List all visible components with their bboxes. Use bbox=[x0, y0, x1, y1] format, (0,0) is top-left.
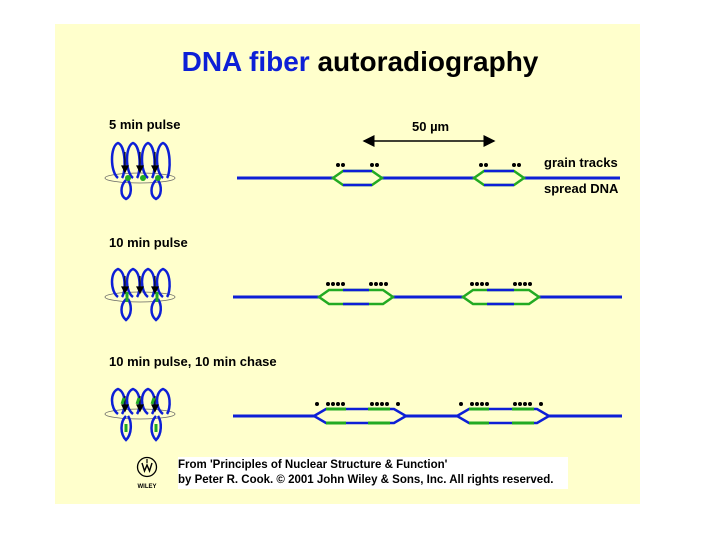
chromatin-loops-panel-1 bbox=[104, 141, 176, 201]
replication-bubble bbox=[316, 288, 396, 306]
wiley-emblem-icon bbox=[136, 456, 158, 478]
title-part-blue: DNA fiber bbox=[181, 46, 310, 77]
grain-track bbox=[315, 402, 543, 406]
chromatin-loops-panel-2 bbox=[104, 267, 176, 322]
panel-label-1: 5 min pulse bbox=[109, 117, 181, 132]
panel-label-3: 10 min pulse, 10 min chase bbox=[109, 354, 277, 369]
fiber-panel-1 bbox=[237, 163, 620, 187]
replication-bubble bbox=[311, 407, 409, 425]
panel-label-2: 10 min pulse bbox=[109, 235, 188, 250]
chromatin-loops-panel-3 bbox=[104, 387, 176, 442]
replication-bubble bbox=[471, 169, 527, 187]
credit-line-1: From 'Principles of Nuclear Structure & … bbox=[178, 459, 448, 471]
replication-bubble bbox=[454, 407, 552, 425]
legend-grain-tracks: grain tracks bbox=[544, 155, 618, 170]
fiber-panel-3 bbox=[233, 402, 622, 425]
publisher-logo: WILEY bbox=[131, 456, 163, 490]
scale-label: 50 µm bbox=[412, 119, 450, 134]
publisher-logo-text: WILEY bbox=[137, 484, 157, 490]
slide-title: DNA fiber autoradiography bbox=[0, 44, 720, 80]
legend-spread-dna: spread DNA bbox=[544, 181, 619, 196]
grain-track bbox=[326, 282, 532, 286]
title-part-black: autoradiography bbox=[317, 46, 539, 77]
grain-track bbox=[336, 163, 521, 167]
copyright-credit: From 'Principles of Nuclear Structure & … bbox=[178, 457, 568, 489]
credit-line-2: by Peter R. Cook. © 2001 John Wiley & So… bbox=[178, 474, 554, 486]
fiber-panel-2 bbox=[233, 282, 622, 306]
replication-bubble bbox=[460, 288, 542, 306]
replication-bubble bbox=[330, 169, 385, 187]
